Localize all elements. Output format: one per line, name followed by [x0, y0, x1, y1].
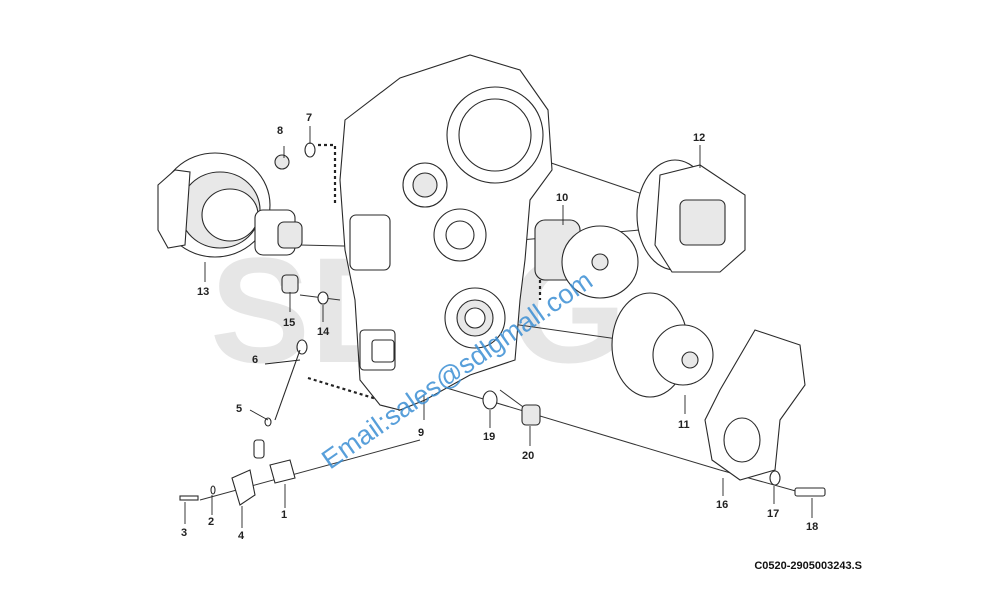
callout-15: 15: [283, 317, 295, 329]
callout-9: 9: [418, 427, 424, 439]
callout-2: 2: [208, 516, 214, 528]
drawing-code: C0520-2905003243.S: [754, 560, 862, 572]
callout-17: 17: [767, 508, 779, 520]
gear-with-cover-10: [534, 219, 639, 299]
callout-6: 6: [252, 354, 258, 366]
callout-19: 19: [483, 431, 495, 443]
transmission-housing: [339, 54, 553, 411]
callout-1: 1: [281, 509, 287, 521]
callout-10: 10: [556, 192, 568, 204]
callout-labels: 1 2 3 4 5 6 7 8 9 10 11 12 13 14 15 16 1…: [181, 112, 818, 542]
callout-20: 20: [522, 450, 534, 462]
callout-18: 18: [806, 521, 818, 533]
callout-11: 11: [678, 419, 690, 431]
gear-shaft-assembly-13: [157, 152, 303, 258]
small-parts: [179, 142, 826, 506]
callout-12: 12: [693, 132, 705, 144]
callout-5: 5: [236, 403, 242, 415]
leader-lines: [184, 126, 813, 528]
callout-3: 3: [181, 527, 187, 539]
callout-14: 14: [317, 326, 330, 338]
gear-with-plate-12: [636, 159, 746, 273]
gear-11: [611, 292, 714, 398]
callout-7: 7: [306, 112, 312, 124]
cover-plate-16: [704, 329, 806, 481]
callout-4: 4: [238, 530, 245, 542]
callout-8: 8: [277, 125, 283, 137]
callout-13: 13: [197, 286, 209, 298]
callout-16: 16: [716, 499, 728, 511]
